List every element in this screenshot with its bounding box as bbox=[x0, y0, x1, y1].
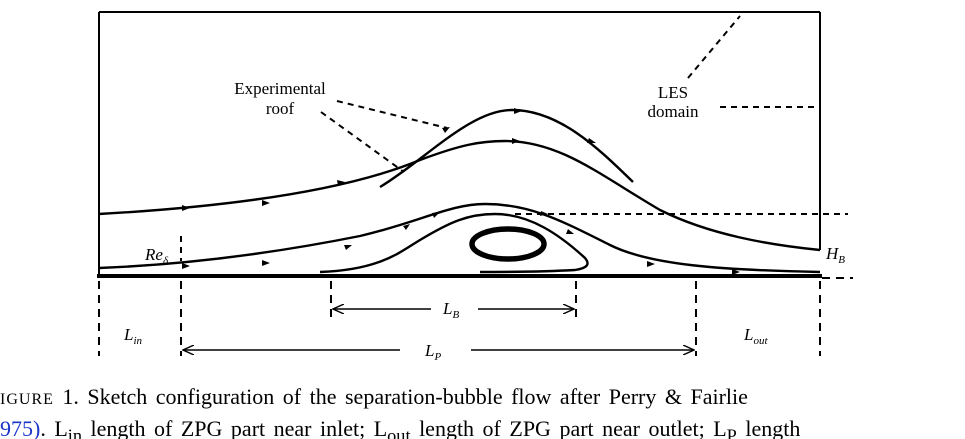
caption-sub: P bbox=[726, 425, 737, 439]
flow-arrow bbox=[182, 205, 190, 211]
flow-arrow bbox=[442, 127, 450, 133]
l-in-label: Lin bbox=[123, 325, 143, 347]
flow-arrow bbox=[182, 263, 190, 269]
flow-arrow bbox=[647, 261, 655, 267]
flow-arrow bbox=[514, 108, 522, 114]
caption-sub: in bbox=[67, 425, 83, 439]
les-domain-label-line2: domain bbox=[648, 102, 699, 121]
caption-figure-prefix: IGURE bbox=[0, 391, 54, 408]
flow-arrow bbox=[262, 200, 270, 206]
caption-line-1: IGURE 1. Sketch configuration of the sep… bbox=[0, 382, 965, 414]
hb-label: HB bbox=[825, 244, 845, 266]
recirculation-vortex bbox=[469, 226, 547, 262]
flow-arrow bbox=[732, 269, 740, 275]
caption-line1-text: 1. Sketch configuration of the separatio… bbox=[53, 384, 748, 409]
caption-citation-link[interactable]: 975) bbox=[0, 416, 41, 439]
flow-arrow bbox=[403, 224, 410, 230]
experimental-roof-label-line1: Experimental bbox=[234, 79, 326, 98]
flow-arrows bbox=[182, 108, 740, 275]
flow-arrow bbox=[587, 138, 596, 143]
flow-arrow bbox=[344, 245, 352, 250]
caption-text-part: length of ZPG part near outlet; L bbox=[410, 416, 727, 439]
les-leader-diagonal bbox=[687, 15, 741, 79]
caption-line-2: 975). Lin length of ZPG part near inlet;… bbox=[0, 414, 965, 439]
l-p-label: LP bbox=[424, 341, 441, 363]
re-delta-label: Reδ bbox=[144, 245, 169, 267]
caption-text-part: length of ZPG part near inlet; L bbox=[82, 416, 388, 439]
dimension-arrows bbox=[183, 309, 694, 350]
flow-arrow bbox=[262, 260, 270, 266]
streamline-4 bbox=[319, 212, 589, 274]
flow-arrow bbox=[512, 138, 520, 144]
streamline-3 bbox=[98, 202, 821, 274]
les-domain-label-line1: LES bbox=[658, 83, 688, 102]
roof-leader-lower bbox=[320, 111, 405, 173]
domain-frame bbox=[98, 11, 821, 276]
caption-text-part: . L bbox=[40, 416, 68, 439]
flow-arrow bbox=[566, 229, 574, 234]
streamline-2 bbox=[98, 139, 821, 252]
figure-caption: IGURE 1. Sketch configuration of the sep… bbox=[0, 382, 965, 439]
separation-bubble-sketch: Experimental roof LES domain Reδ HB Lin … bbox=[97, 11, 853, 363]
l-out-label: Lout bbox=[743, 325, 768, 347]
station-markers bbox=[98, 281, 821, 356]
streamlines bbox=[98, 108, 821, 274]
leader-lines bbox=[180, 15, 848, 261]
roof-leader-upper bbox=[336, 100, 448, 129]
streamline-top bbox=[379, 108, 634, 189]
flow-arrow bbox=[337, 180, 345, 186]
flow-arrow bbox=[432, 212, 440, 218]
l-b-label: LB bbox=[442, 299, 459, 321]
experimental-roof-label-line2: roof bbox=[266, 99, 295, 118]
caption-text-part: length bbox=[736, 416, 801, 439]
caption-sub: out bbox=[387, 425, 411, 439]
